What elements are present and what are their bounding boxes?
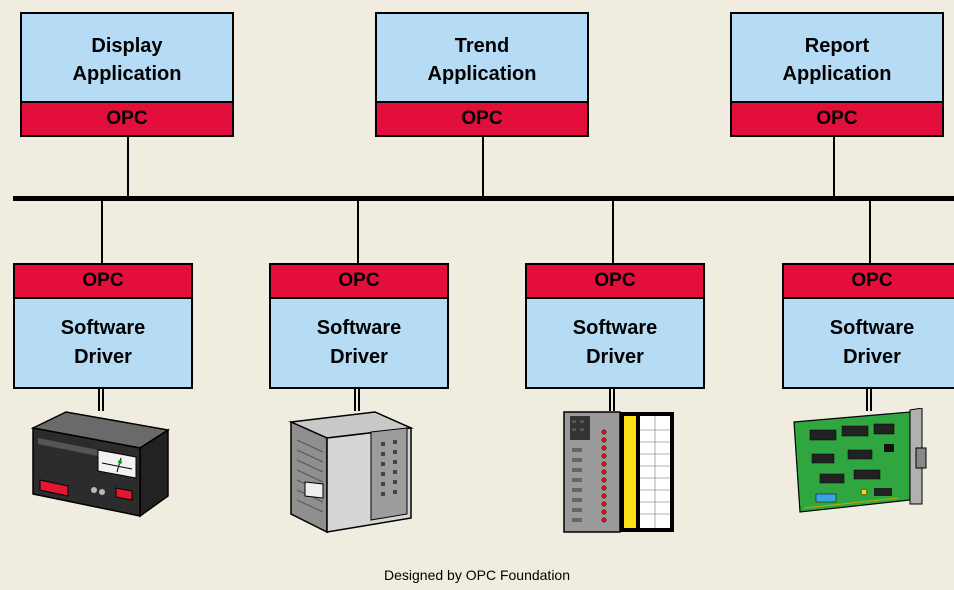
driver-3-connector: [612, 200, 614, 264]
io-rack-icon: [563, 411, 674, 533]
driver-title-line2: Driver: [586, 346, 644, 368]
app-title-line2: Application: [72, 62, 182, 85]
driver-title-line1: Software: [60, 317, 146, 339]
driver-1-connector: [101, 200, 103, 264]
app-title-line2: Application: [782, 62, 892, 85]
plc-module-icon: [288, 411, 414, 534]
network-bus: [13, 196, 954, 201]
driver-2-device-cable: [354, 389, 360, 411]
driver-2-opc-label: OPC: [269, 263, 449, 299]
app-title-line2: Application: [427, 62, 537, 85]
trend-connector: [482, 137, 484, 198]
driver-title-line1: Software: [572, 317, 658, 339]
report-connector: [833, 137, 835, 198]
driver-4-device-cable: [866, 389, 872, 411]
driver-3-opc-label: OPC: [525, 263, 705, 299]
report-opc-label: OPC: [730, 101, 944, 137]
app-title-line1: Report: [804, 34, 870, 57]
driver-title-line1: Software: [829, 317, 915, 339]
app-title-line1: Display: [91, 34, 163, 57]
driver-1-opc-label: OPC: [13, 263, 193, 299]
display-connector: [127, 137, 129, 198]
circuit-card-icon: [793, 408, 927, 513]
driver-4-connector: [869, 200, 871, 264]
driver-title-line2: Driver: [843, 346, 901, 368]
driver-3-device-cable: [609, 389, 615, 411]
driver-1-device-cable: [98, 389, 104, 411]
driver-4-opc-label: OPC: [782, 263, 954, 299]
driver-title-line2: Driver: [74, 346, 132, 368]
driver-2-connector: [357, 200, 359, 264]
credit-caption: Designed by OPC Foundation: [384, 567, 570, 583]
driver-title-line1: Software: [316, 317, 402, 339]
display-opc-label: OPC: [20, 101, 234, 137]
driver-title-line2: Driver: [330, 346, 388, 368]
app-title-line1: Trend: [454, 34, 510, 57]
panel-meter-icon: [30, 411, 171, 518]
trend-opc-label: OPC: [375, 101, 589, 137]
